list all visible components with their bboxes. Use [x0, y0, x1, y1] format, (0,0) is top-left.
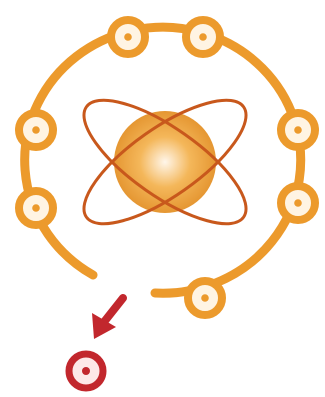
electron-icon: [19, 191, 53, 225]
electron-icon: [111, 20, 145, 54]
electron-icon: [186, 20, 220, 54]
electron-icon: [19, 113, 53, 147]
electron-icon: [281, 113, 315, 147]
nucleus-icon: [114, 111, 216, 213]
emitted-electron-icon: [69, 354, 103, 388]
electron-icon: [188, 281, 222, 315]
electron-icon: [281, 186, 315, 220]
